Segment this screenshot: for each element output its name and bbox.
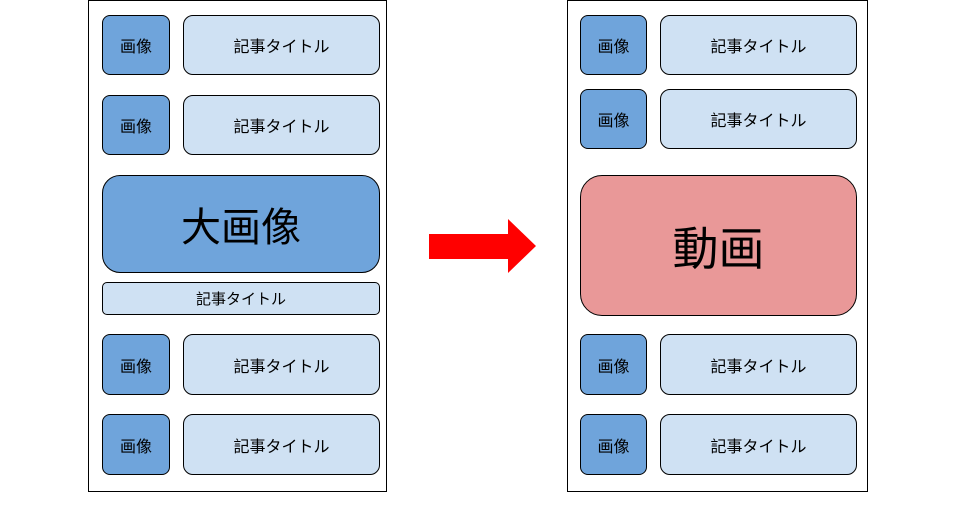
left-large-image-title: 記事タイトル: [102, 282, 380, 315]
right-row2-title: 記事タイトル: [660, 89, 857, 149]
right-row3-image: 画像: [580, 334, 647, 395]
right-row4-image: 画像: [580, 414, 647, 475]
left-row1-image: 画像: [102, 15, 170, 75]
right-row1-title: 記事タイトル: [660, 15, 857, 75]
right-row2-image: 画像: [580, 89, 647, 149]
right-row4-title: 記事タイトル: [660, 414, 857, 475]
left-row3-image: 画像: [102, 334, 170, 395]
right-row3-title: 記事タイトル: [660, 334, 857, 395]
right-video: 動画: [580, 175, 857, 316]
right-row1-image: 画像: [580, 15, 647, 75]
left-row1-title: 記事タイトル: [183, 15, 380, 75]
left-row3-title: 記事タイトル: [183, 334, 380, 395]
left-large-image: 大画像: [102, 175, 380, 273]
left-row2-image: 画像: [102, 95, 170, 155]
left-row2-title: 記事タイトル: [183, 95, 380, 155]
left-row4-image: 画像: [102, 414, 170, 475]
right-arrow-icon: [429, 219, 536, 273]
left-row4-title: 記事タイトル: [183, 414, 380, 475]
arrow-shape: [429, 219, 536, 273]
